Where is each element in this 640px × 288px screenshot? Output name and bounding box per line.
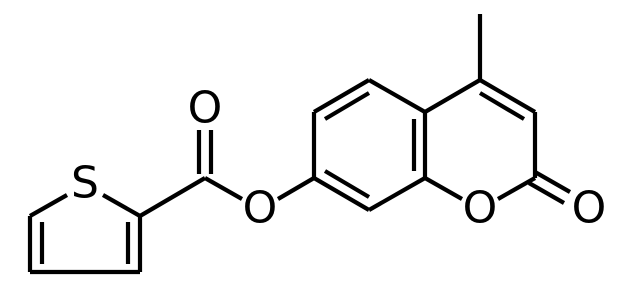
lactone-carbonyl bbox=[527, 170, 572, 205]
bond-c4-c3-inner bbox=[478, 91, 526, 121]
bond-c5-s bbox=[28, 193, 69, 218]
bond-c6-c5 bbox=[312, 78, 371, 114]
lactone-oxygen-label: O bbox=[572, 183, 607, 234]
bond-c4a-c4 bbox=[423, 78, 482, 114]
bond-c5-c4a bbox=[367, 78, 427, 114]
bond-s-c2 bbox=[101, 193, 142, 218]
bond-lactone-double-upper bbox=[533, 170, 572, 194]
thiophene-ring bbox=[27, 193, 143, 275]
bond-c6-c5-inner bbox=[323, 91, 371, 121]
bond-c8-c7-inner bbox=[323, 169, 371, 199]
ester-oxygen-label: O bbox=[243, 183, 278, 234]
bond-o1-c8a bbox=[423, 176, 464, 201]
carbonyl-oxygen-label: O bbox=[188, 83, 223, 134]
bond-lactone-double-lower bbox=[527, 181, 566, 205]
carbonyl-group bbox=[196, 130, 214, 174]
bond-c8a-c8 bbox=[367, 176, 427, 212]
bond-thiophene-carbonyl bbox=[138, 176, 207, 218]
benzene-ring bbox=[311, 78, 428, 212]
ring-oxygen-label: O bbox=[463, 183, 498, 234]
bond-c4-c3 bbox=[478, 78, 537, 114]
bond-ester-oxygen-aryl bbox=[276, 176, 316, 201]
bond-c2-o1 bbox=[496, 176, 537, 201]
sulfur-atom-label: S bbox=[71, 158, 99, 209]
bond-c8-c7 bbox=[312, 176, 371, 212]
bond-carbonyl-ester-oxygen bbox=[203, 176, 244, 201]
pyrone-ring bbox=[423, 78, 538, 201]
